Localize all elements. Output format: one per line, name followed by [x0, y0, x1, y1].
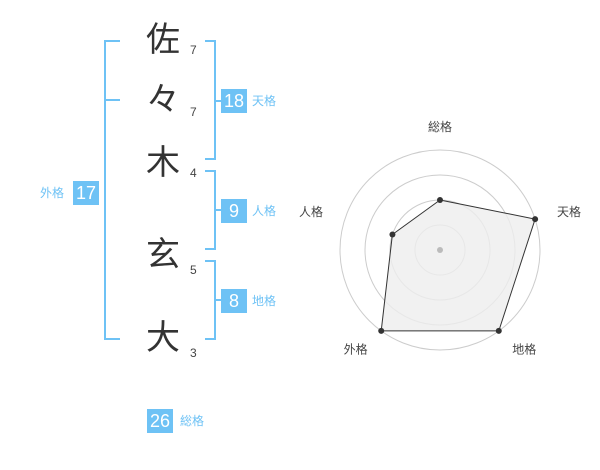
radar-axis-label-5: 人格 — [299, 204, 323, 219]
name-char-1: 佐 — [146, 20, 180, 60]
radar-point-4 — [378, 327, 385, 334]
radar-point-1 — [437, 197, 443, 203]
gaikaku-bracket — [104, 40, 120, 340]
radar-axis-label-4: 外格 — [344, 342, 368, 357]
gaikaku-badge: 17 — [73, 181, 99, 205]
soukaku-label: 総格 — [180, 414, 205, 428]
soukaku-badge: 26 — [147, 409, 173, 433]
jinkaku-label: 人格 — [252, 204, 277, 218]
radar-axis-label-3: 地格 — [512, 342, 536, 357]
stroke-count-5: 3 — [190, 346, 197, 360]
stroke-count-2: 7 — [190, 105, 197, 119]
radar-axis-label-1: 総格 — [428, 119, 452, 134]
chikaku-label: 地格 — [252, 294, 277, 308]
name-char-2: 々 — [146, 80, 180, 120]
stroke-count-3: 4 — [190, 166, 197, 180]
radar-ring-4 — [339, 149, 541, 351]
stroke-count-1: 7 — [190, 43, 197, 57]
radar-point-5 — [389, 231, 396, 238]
radar-center-dot — [437, 247, 443, 253]
name-char-3: 木 — [146, 143, 180, 183]
radar-point-3 — [495, 327, 502, 334]
chikaku-badge: 8 — [221, 289, 247, 313]
jinkaku-bracket-connector — [214, 209, 222, 211]
chikaku-bracket-connector — [214, 299, 222, 301]
gaikaku-bracket-tick — [104, 99, 120, 101]
radar-polygon — [380, 199, 536, 332]
radar-point-2 — [532, 216, 539, 223]
tenkaku-label: 天格 — [252, 94, 277, 108]
name-char-5: 大 — [146, 318, 180, 358]
name-char-4: 玄 — [146, 235, 180, 275]
tenkaku-bracket-connector — [214, 100, 222, 102]
stroke-count-4: 5 — [190, 263, 197, 277]
radar-axis-label-2: 天格 — [557, 204, 581, 219]
gaikaku-label: 外格 — [40, 186, 65, 200]
jinkaku-badge: 9 — [221, 199, 247, 223]
tenkaku-badge: 18 — [221, 89, 247, 113]
